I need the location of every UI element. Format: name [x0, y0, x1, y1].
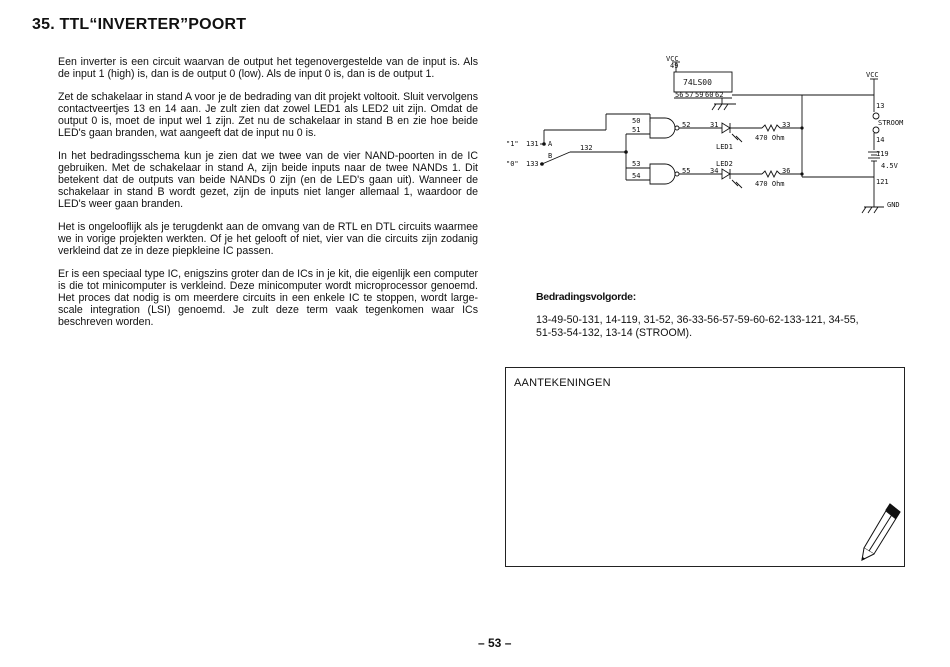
label-stroom: STROOM: [878, 119, 903, 127]
paragraph-1: Een inverter is een circuit waarvan de o…: [58, 56, 478, 80]
ic-label: 74LS00: [683, 78, 712, 87]
label-55: 55: [682, 167, 690, 175]
label-input-1: "1": [506, 140, 519, 148]
label-132: 132: [580, 144, 593, 152]
label-vcc-left: VCC: [666, 55, 679, 63]
label-49: 49: [670, 62, 678, 70]
label-31: 31: [710, 121, 718, 129]
label-switch-a: A: [548, 140, 553, 148]
label-36: 36: [782, 167, 790, 175]
label-battery: 4.5V: [881, 162, 899, 170]
label-14: 14: [876, 136, 884, 144]
label-33: 33: [782, 121, 790, 129]
label-56: 56: [675, 91, 683, 99]
label-13: 13: [876, 102, 884, 110]
label-switch-b: B: [548, 152, 552, 160]
paragraph-2: Zet de schakelaar in stand A voor je de …: [58, 91, 478, 139]
paragraph-5: Er is een speciaal type IC, enigszins gr…: [58, 268, 478, 328]
label-53: 53: [632, 160, 640, 168]
label-62: 62: [715, 91, 723, 99]
label-vcc-right: VCC: [866, 71, 879, 79]
wiring-schematic: VCC 49 74LS00 56 57 59 60 62 VCC 13 STRO…: [506, 55, 903, 214]
notes-box[interactable]: AANTEKENINGEN: [505, 367, 905, 567]
label-34: 34: [710, 167, 718, 175]
label-gnd: GND: [887, 201, 900, 209]
selector-switch: [541, 151, 571, 165]
pencil-icon: [861, 503, 901, 561]
label-60: 60: [705, 91, 713, 99]
wiring-sequence: 13-49-50-131, 14-119, 31-52, 36-33-56-57…: [536, 314, 859, 339]
led-2: [721, 168, 731, 180]
label-52: 52: [682, 121, 690, 129]
label-led1: LED1: [716, 143, 733, 151]
label-59: 59: [695, 91, 703, 99]
paragraph-4: Het is ongelooflijk als je terugdenkt aa…: [58, 221, 478, 257]
label-51: 51: [632, 126, 640, 134]
page-number: – 53 –: [478, 636, 512, 650]
label-131: 131: [526, 140, 539, 148]
wiring-title: Bedradingsvolgorde:: [536, 291, 636, 303]
label-led2: LED2: [716, 160, 733, 168]
label-133: 133: [526, 160, 539, 168]
label-54: 54: [632, 172, 640, 180]
label-50: 50: [632, 117, 640, 125]
label-input-0: "0": [506, 160, 519, 168]
label-resistor-2: 470 Ohm: [755, 180, 785, 188]
nand-gate-2: [649, 163, 676, 185]
led-1: [721, 122, 731, 134]
nand-gate-1: [649, 117, 676, 139]
label-121: 121: [876, 178, 889, 186]
body-text: Een inverter is een circuit waarvan de o…: [58, 56, 478, 339]
label-resistor-1: 470 Ohm: [755, 134, 785, 142]
page-title: 35. TTL“INVERTER”POORT: [32, 16, 247, 33]
paragraph-3: In het bedradingsschema kun je zien dat …: [58, 150, 478, 210]
notes-title: AANTEKENINGEN: [514, 377, 611, 389]
label-119: 119: [876, 150, 889, 158]
label-57: 57: [685, 91, 693, 99]
